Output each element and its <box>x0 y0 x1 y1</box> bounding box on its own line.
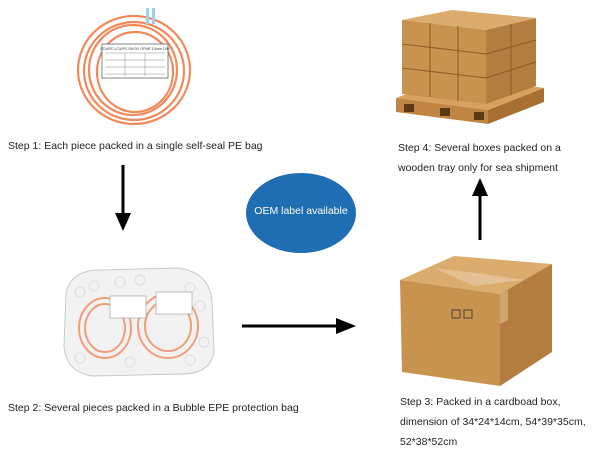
step2-caption: Step 2: Several pieces packed in a Bubbl… <box>8 402 299 414</box>
step2-image <box>60 262 218 380</box>
step3-image <box>396 240 556 388</box>
step1-cable-label: SC/APC-LC/UPC SM DX OFNR 3.0mm 10M <box>100 47 170 51</box>
oem-label-badge: OEM label available <box>245 172 357 254</box>
oem-label-text: OEM label available <box>254 205 348 217</box>
step4-caption: Step 4: Several boxes packed on a wooden… <box>398 142 561 174</box>
step1-caption: Step 1: Each piece packed in a single se… <box>8 140 263 152</box>
arrow-up-icon <box>470 178 490 240</box>
step1-image: SC/APC-LC/UPC SM DX OFNR 3.0mm 10M <box>68 8 198 130</box>
step3-caption: Step 3: Packed in a cardboad box, dimens… <box>400 396 586 448</box>
step4-image <box>394 6 546 134</box>
arrow-down-icon <box>113 165 133 233</box>
arrow-right-icon <box>242 316 358 336</box>
